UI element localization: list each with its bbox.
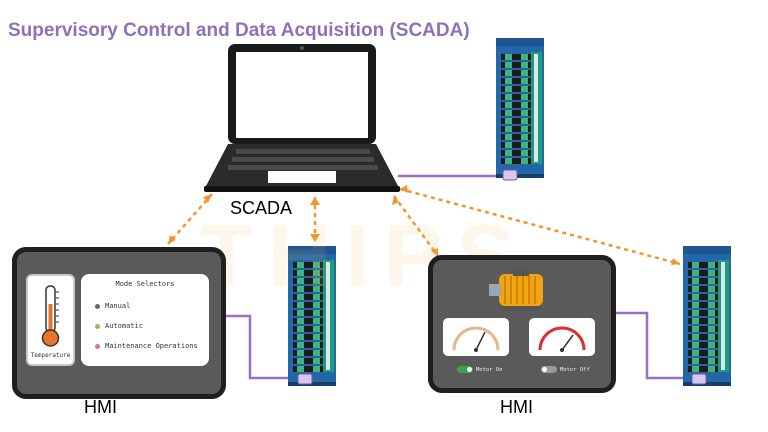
thermometer-card: Temperature [26,274,75,366]
motor-icon [489,268,543,310]
laptop-icon [204,44,400,192]
mode-selectors-title: Mode Selectors [115,280,175,288]
radio-dot-icon [95,343,100,349]
plc-module-center-icon [288,246,336,386]
scada-label: SCADA [230,198,293,218]
link-scada-hmi-left [167,193,213,245]
comm-links [167,187,681,266]
gauge-left-icon [443,318,509,356]
hmi-left-panel: Temperature Mode Selectors Manual Automa… [12,247,226,399]
cables [216,174,695,380]
mode-option-manual[interactable]: Manual [95,302,130,310]
thermometer-icon [41,285,60,347]
hmi-left-label: HMI [84,397,117,417]
mode-option-maintenance[interactable]: Maintenance Operations [95,342,198,350]
mode-option-automatic[interactable]: Automatic [95,322,143,330]
mode-selectors-card: Mode Selectors Manual Automatic Maintena… [81,274,209,366]
plc-module-top-icon [496,38,544,181]
toggle-switch-icon [457,366,473,373]
radio-dot-icon [95,303,100,309]
hmi-right-label: HMI [500,397,533,417]
cable-hmi-left-plc [216,314,301,380]
plc-module-right-icon [683,246,731,386]
motor-on-toggle[interactable]: Motor On [457,366,503,373]
motor-off-toggle[interactable]: Motor Off [541,366,590,373]
link-scada-plc-right [399,187,681,266]
toggle-switch-icon [541,366,557,373]
cable-hmi-right-plc [610,311,695,380]
thermometer-label: Temperature [30,352,71,359]
hmi-right-panel: Motor On Motor Off [428,255,616,393]
gauge-right-icon [529,318,595,356]
radio-dot-icon [95,323,100,329]
page-title: Supervisory Control and Data Acquisition… [8,20,470,41]
link-arrowheads [168,185,680,265]
